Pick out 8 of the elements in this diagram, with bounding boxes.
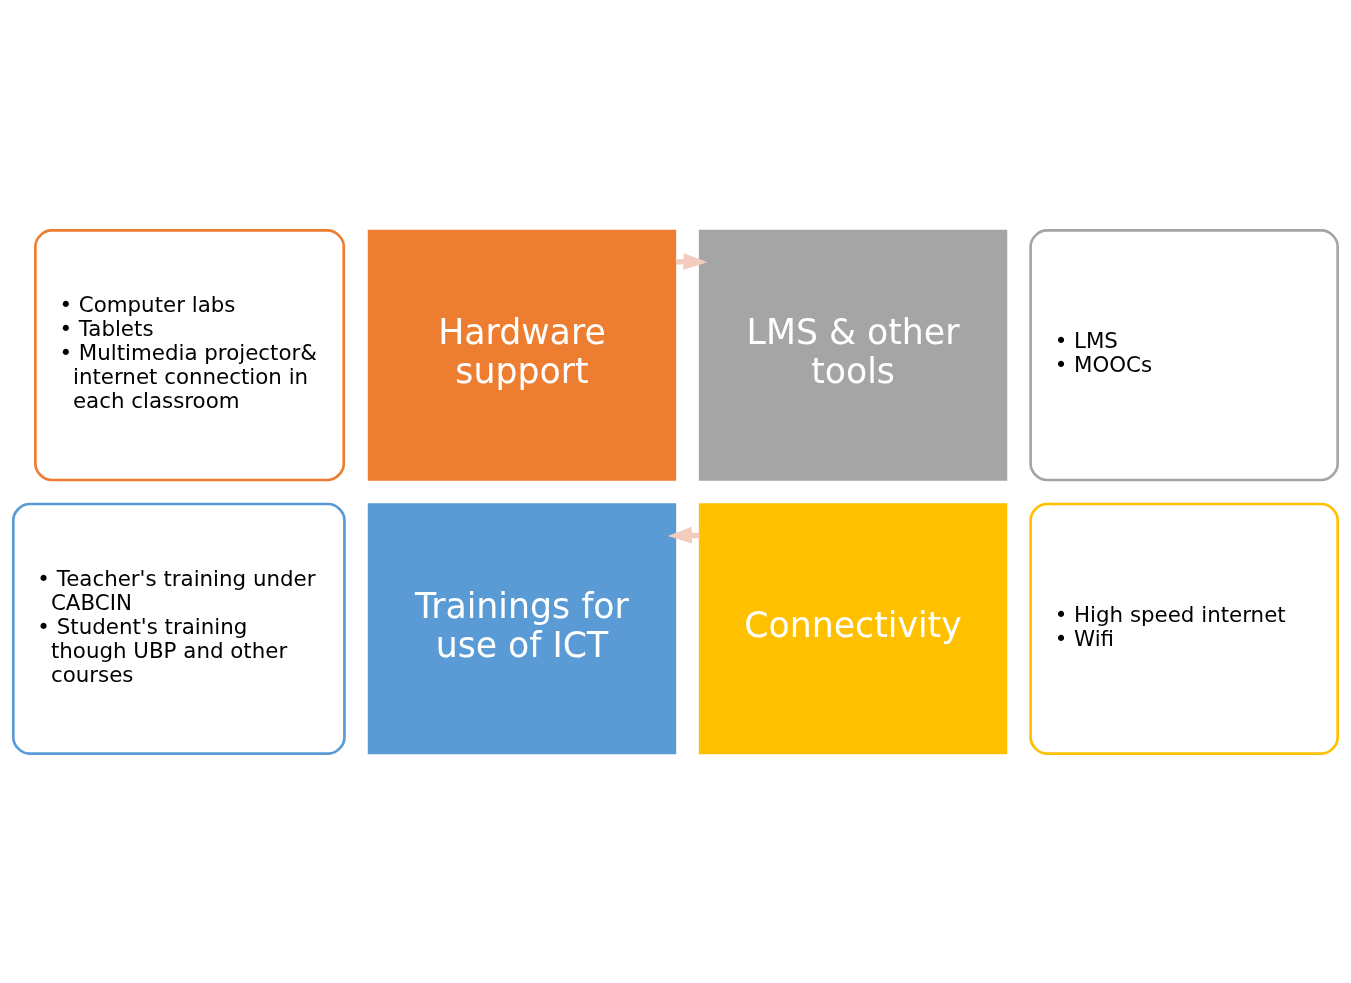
node-box: • LMS • MOOCs xyxy=(1029,228,1339,481)
node-box: • High speed internet • Wifi xyxy=(1029,502,1339,755)
node-box: • Computer labs • Tablets • Multimedia projector& internet connection in each classroom xyxy=(34,228,346,481)
node-box: Hardware support xyxy=(367,229,677,481)
node-box: LMS & other tools xyxy=(698,229,1008,481)
node-box: • Teacher's training under CABCIN • Student's training though UBP and other courses xyxy=(12,502,346,755)
node-box: Connectivity xyxy=(698,502,1008,754)
node-box: Trainings for use of ICT xyxy=(367,502,677,754)
